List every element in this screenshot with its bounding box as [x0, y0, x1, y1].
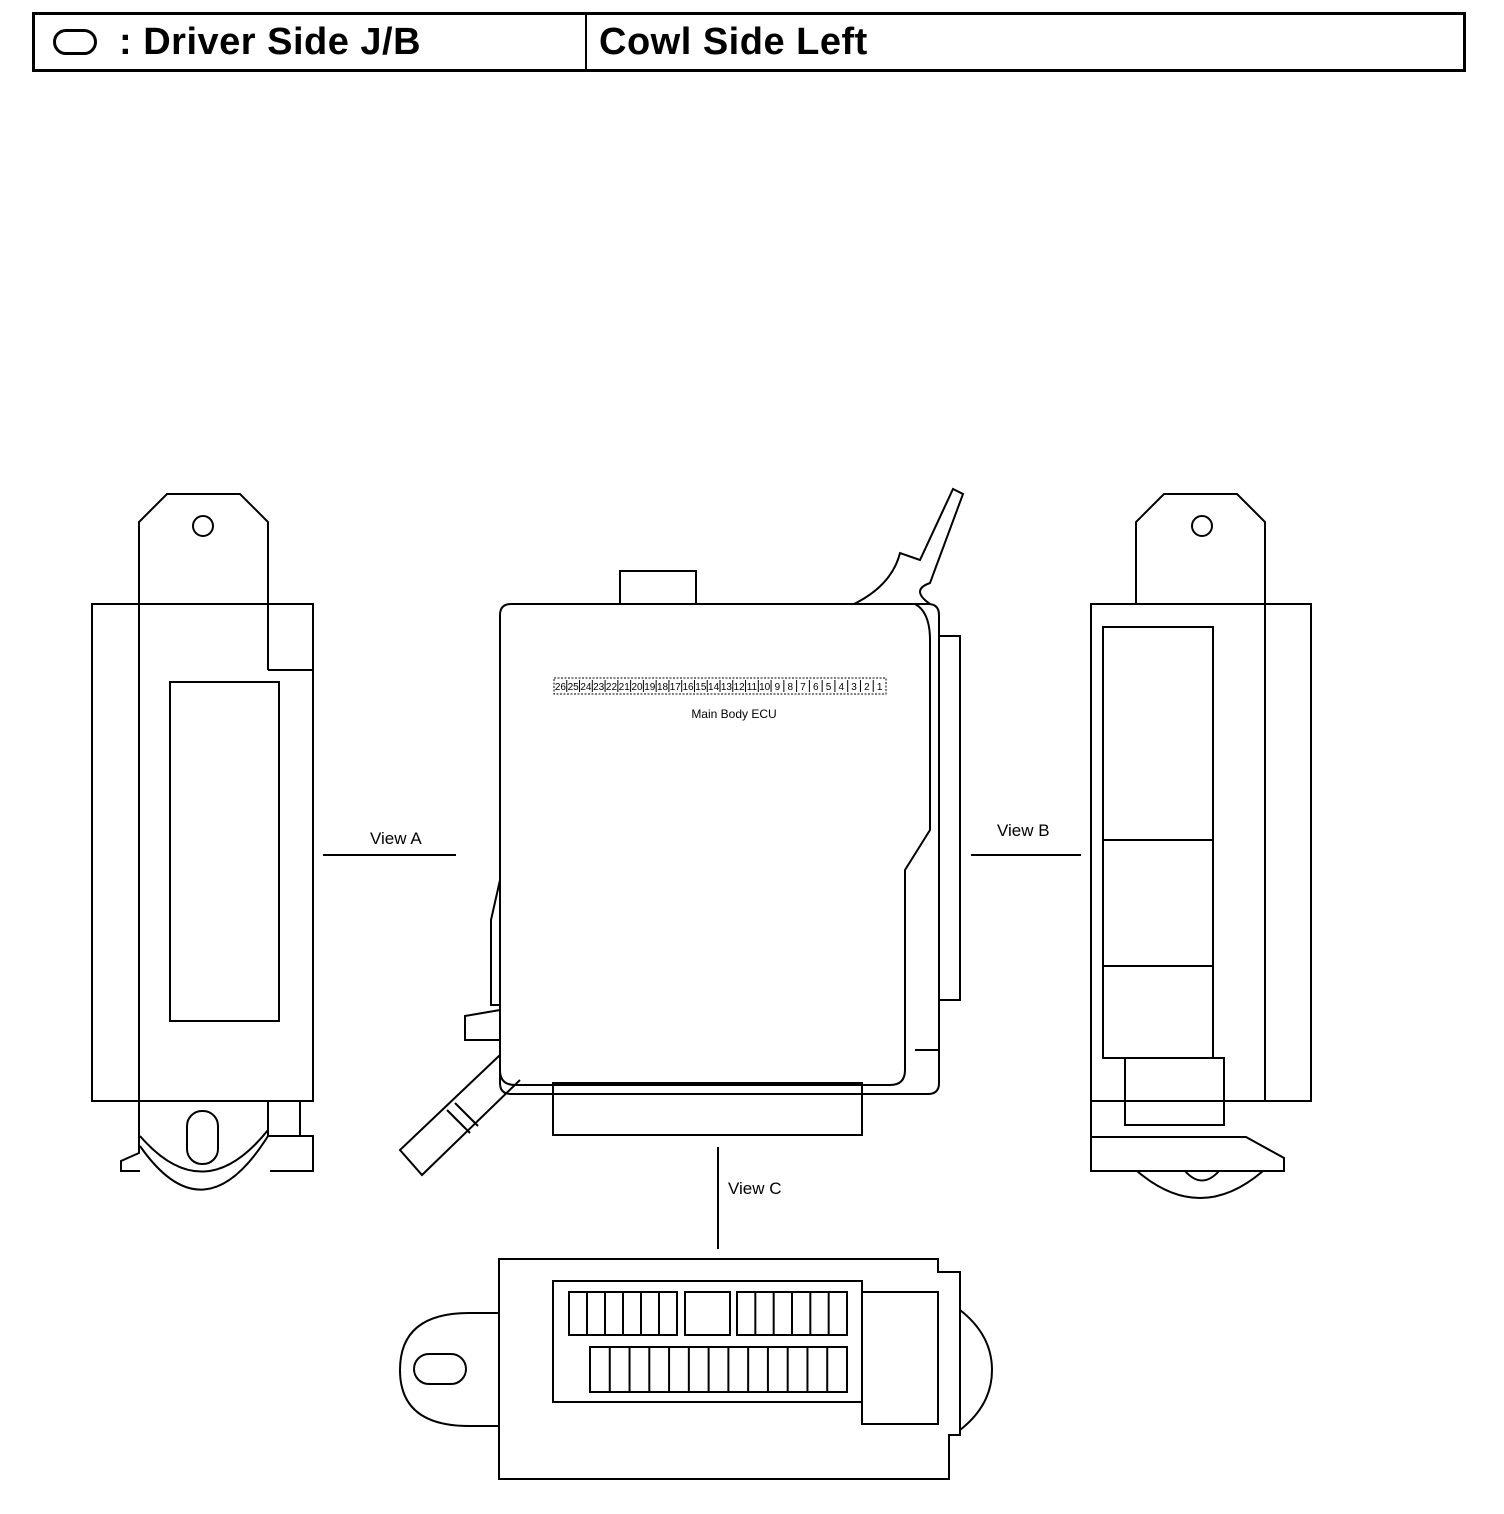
location-label: Cowl Side Left [599, 20, 868, 63]
pin-number-15: 15 [695, 682, 707, 693]
pin-number-18: 18 [657, 682, 669, 693]
pin-number-13: 13 [721, 682, 733, 693]
connector-legend-icon [53, 29, 97, 55]
view-c-label: View C [728, 1179, 782, 1198]
pin-number-25: 25 [568, 682, 580, 693]
pin-number-9: 9 [775, 682, 781, 693]
terminal-block [684, 1291, 731, 1336]
jb-label: : Driver Side J/B [119, 20, 422, 63]
view-a-callout: View A [323, 829, 456, 856]
pin-number-20: 20 [631, 682, 643, 693]
pin-number-1: 1 [877, 682, 883, 693]
view-c-terminals-bottom [589, 1346, 848, 1393]
pin-number-26: 26 [555, 682, 567, 693]
terminal-block [589, 1346, 848, 1393]
pin-number-17: 17 [670, 682, 682, 693]
pin-number-3: 3 [851, 682, 857, 693]
view-b-body [1090, 493, 1312, 1199]
view-c-terminals-top [568, 1291, 848, 1336]
pin-number-10: 10 [759, 682, 771, 693]
view-b-label: View B [997, 821, 1050, 840]
pin-number-6: 6 [813, 682, 819, 693]
pin-number-24: 24 [580, 682, 592, 693]
pin-row-frame [553, 677, 887, 695]
pin-number-23: 23 [593, 682, 605, 693]
pin-number-22: 22 [606, 682, 618, 693]
pin-number-4: 4 [839, 682, 845, 693]
pin-number-11: 11 [747, 682, 758, 693]
pin-number-7: 7 [800, 682, 806, 693]
pin-number-12: 12 [734, 682, 746, 693]
pin-number-16: 16 [683, 682, 695, 693]
view-a-body [91, 493, 314, 1191]
view-a-label: View A [370, 829, 422, 848]
pin-number-14: 14 [708, 682, 720, 693]
pin-number-5: 5 [826, 682, 832, 693]
header-bar: : Driver Side J/B Cowl Side Left [32, 12, 1466, 72]
location-cell: Cowl Side Left [587, 15, 1463, 69]
jb-legend-cell: : Driver Side J/B [35, 15, 587, 69]
ecu-label: Main Body ECU [691, 707, 776, 721]
view-c-body [398, 1258, 994, 1480]
ecu-body [398, 487, 965, 1177]
view-c-callout: View C [717, 1147, 782, 1249]
view-b-callout: View B [971, 821, 1081, 856]
pin-number-8: 8 [787, 682, 793, 693]
pin-number-2: 2 [864, 682, 870, 693]
pin-number-21: 21 [619, 682, 631, 693]
pin-number-19: 19 [644, 682, 656, 693]
